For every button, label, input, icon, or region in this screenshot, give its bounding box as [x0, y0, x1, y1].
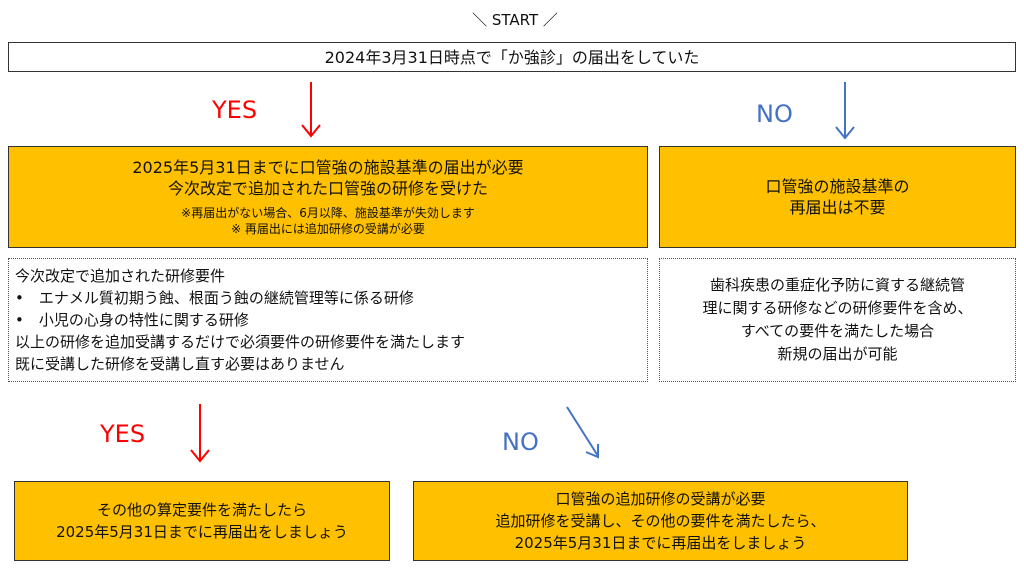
yes-result-box: その他の算定要件を満たしたら 2025年5月31日までに再届出をしましょう: [14, 481, 390, 561]
no-note-line2: 理に関する研修などの研修要件を含め、: [702, 299, 973, 317]
yes-arrow-2: [190, 404, 210, 463]
requirements-item-1: • エナメル質初期う蝕、根面う蝕の継続管理等に係る研修: [15, 289, 414, 307]
yes-result-line2: 2025年5月31日までに再届出をしましょう: [56, 523, 348, 541]
yes-requirement-box: 2025年5月31日までに口管強の施設基準の届出が必要 今次改定で追加された口管…: [8, 146, 648, 248]
no-result-line3: 2025年5月31日までに再届出をしましょう: [514, 534, 807, 552]
question-text: 2024年3月31日時点で「か強診」の届出をしていた: [324, 47, 700, 67]
yes-label-2: YES: [100, 420, 146, 448]
no-note-line4: 新規の届出が可能: [777, 345, 898, 363]
yes-box-line1: 2025年5月31日までに口管強の施設基準の届出が必要: [132, 158, 524, 177]
requirements-heading: 今次改定で追加された研修要件: [15, 267, 226, 285]
requirements-line-3: 以上の研修を追加受講するだけで必須要件の研修要件を満たします: [15, 333, 466, 351]
question-box: 2024年3月31日時点で「か強診」の届出をしていた: [8, 42, 1016, 72]
no-result-line2: 追加研修を受講し、その他の要件を満たしたら、: [495, 512, 826, 530]
yes-arrow-1: [301, 82, 321, 138]
no-requirement-box: 口管強の施設基準の 再届出は不要: [659, 146, 1016, 248]
yes-result-line1: その他の算定要件を満たしたら: [96, 501, 307, 519]
start-label: ＼ START ／: [472, 11, 558, 29]
no-note-line3: すべての要件を満たした場合: [740, 322, 935, 340]
no-label-1: NO: [756, 100, 793, 128]
requirements-item-2: • 小児の心身の特性に関する研修: [15, 311, 249, 329]
yes-box-line2: 今次改定で追加された口管強の研修を受けた: [167, 179, 488, 198]
training-requirements-box: 今次改定で追加された研修要件 • エナメル質初期う蝕、根面う蝕の継続管理等に係る…: [8, 258, 648, 382]
no-note-line1: 歯科疾患の重症化予防に資する継続管: [709, 276, 965, 294]
yes-box-note1: ※再届出がない場合、6月以降、施設基準が失効します: [181, 206, 475, 220]
no-arrow-2: [566, 406, 599, 459]
no-box-line1: 口管強の施設基準の: [765, 177, 910, 196]
no-result-line1: 口管強の追加研修の受講が必要: [555, 490, 766, 508]
no-arrow-1: [835, 82, 855, 140]
new-filing-note-box: 歯科疾患の重症化予防に資する継続管 理に関する研修などの研修要件を含め、 すべて…: [659, 258, 1016, 382]
requirements-line-4: 既に受講した研修を受講し直す必要はありません: [15, 355, 345, 373]
no-box-line2: 再届出は不要: [789, 198, 886, 217]
yes-label-1: YES: [212, 96, 258, 124]
yes-box-note2: ※ 再届出には追加研修の受講が必要: [231, 222, 425, 236]
no-result-box: 口管強の追加研修の受講が必要 追加研修を受講し、その他の要件を満たしたら、 20…: [413, 481, 908, 561]
no-label-2: NO: [502, 428, 539, 456]
